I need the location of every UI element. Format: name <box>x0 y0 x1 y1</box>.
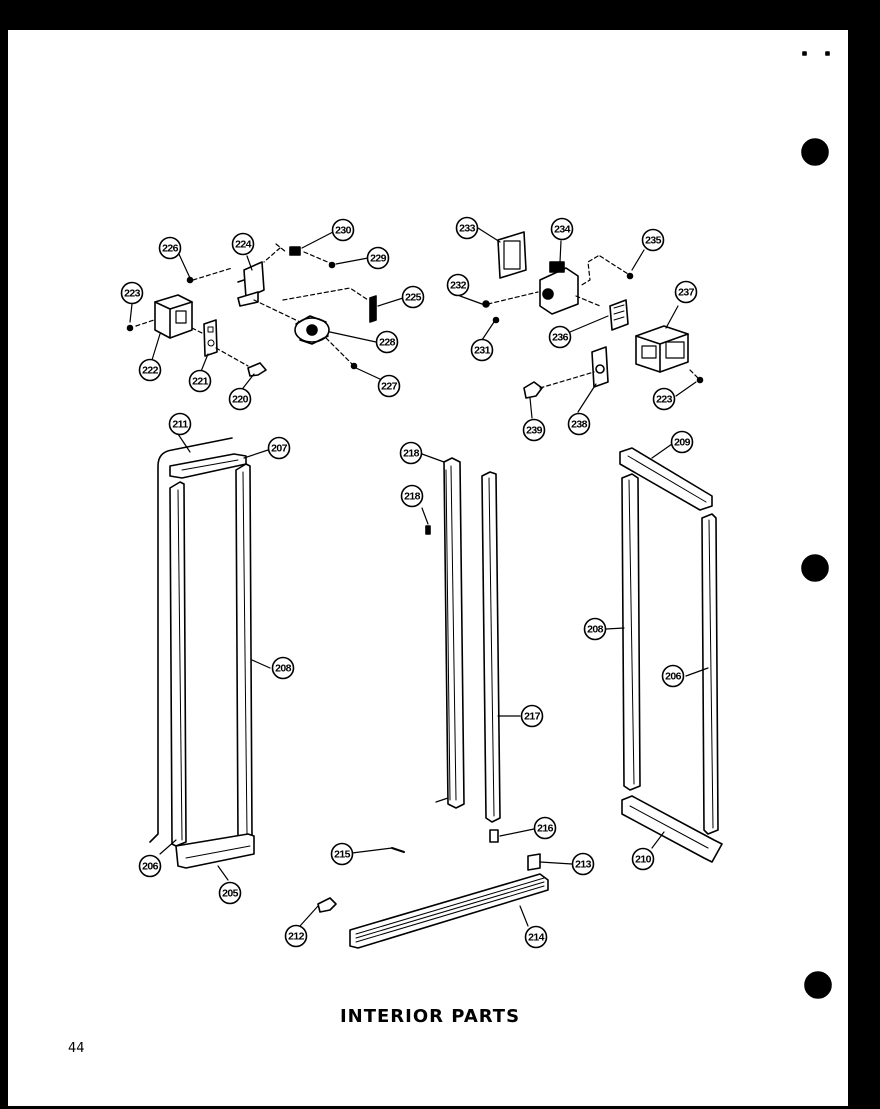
center-mullion-parts <box>317 457 549 949</box>
svg-text:220: 220 <box>232 394 248 406</box>
callout-217: 217 <box>520 704 544 728</box>
callout-221: 221 <box>188 369 212 393</box>
callout-214: 214 <box>524 925 548 949</box>
callout-235: 235 <box>641 228 665 252</box>
svg-text:224: 224 <box>235 239 251 251</box>
svg-text:231: 231 <box>474 345 490 357</box>
callout-237: 237 <box>674 280 698 304</box>
svg-text:223: 223 <box>656 394 672 406</box>
svg-text:211: 211 <box>172 419 188 431</box>
right-trim-frame <box>619 447 723 863</box>
svg-text:216: 216 <box>537 823 553 835</box>
callout-218-small: 218 <box>400 484 424 508</box>
svg-text:229: 229 <box>370 253 386 265</box>
callout-239: 239 <box>522 418 546 442</box>
callout-leaders <box>129 227 709 927</box>
svg-text:208: 208 <box>275 663 291 675</box>
svg-text:222: 222 <box>142 365 158 377</box>
svg-text:235: 235 <box>645 235 661 247</box>
svg-text:213: 213 <box>575 859 591 871</box>
callout-223-right: 223 <box>652 387 676 411</box>
svg-text:237: 237 <box>678 287 694 299</box>
callout-222: 222 <box>138 358 162 382</box>
callout-216: 216 <box>533 816 557 840</box>
svg-text:228: 228 <box>379 337 395 349</box>
svg-text:208: 208 <box>587 624 603 636</box>
svg-text:215: 215 <box>334 849 350 861</box>
svg-text:206: 206 <box>142 861 158 873</box>
svg-text:209: 209 <box>674 437 690 449</box>
svg-text:232: 232 <box>450 280 466 292</box>
svg-text:225: 225 <box>405 292 421 304</box>
callout-207: 207 <box>267 436 291 460</box>
svg-text:217: 217 <box>524 711 540 723</box>
registration-marks <box>801 51 868 999</box>
svg-text:221: 221 <box>192 376 208 388</box>
callout-226: 226 <box>158 236 182 260</box>
svg-text:212: 212 <box>288 931 304 943</box>
callout-206-right: 206 <box>661 664 685 688</box>
callout-225: 225 <box>401 285 425 309</box>
right-control-assembly <box>482 231 704 399</box>
svg-text:227: 227 <box>381 381 397 393</box>
svg-text:205: 205 <box>222 888 238 900</box>
callout-206-left: 206 <box>138 854 162 878</box>
callout-230: 230 <box>331 218 355 242</box>
callout-220: 220 <box>228 387 252 411</box>
svg-text:238: 238 <box>571 419 587 431</box>
callout-210: 210 <box>631 847 655 871</box>
left-control-assembly <box>126 243 377 377</box>
svg-text:236: 236 <box>552 332 568 344</box>
diagram-title: INTERIOR PARTS <box>339 1006 521 1027</box>
callout-229: 229 <box>366 246 390 270</box>
svg-text:233: 233 <box>459 223 475 235</box>
callout-227: 227 <box>377 374 401 398</box>
svg-text:218: 218 <box>404 491 420 503</box>
callout-labels: 226 224 230 229 223 225 222 221 220 228 … <box>120 216 698 949</box>
callout-215: 215 <box>330 842 354 866</box>
callout-223-left: 223 <box>120 281 144 305</box>
callout-208-right: 208 <box>583 617 607 641</box>
svg-text:218: 218 <box>403 448 419 460</box>
callout-224: 224 <box>231 232 255 256</box>
callout-234: 234 <box>550 217 574 241</box>
callout-233: 233 <box>455 216 479 240</box>
svg-text:230: 230 <box>335 225 351 237</box>
callout-228: 228 <box>375 330 399 354</box>
svg-text:210: 210 <box>635 854 651 866</box>
callout-212: 212 <box>284 924 308 948</box>
callout-213: 213 <box>571 852 595 876</box>
callout-208-left: 208 <box>271 656 295 680</box>
svg-text:239: 239 <box>526 425 542 437</box>
callout-236: 236 <box>548 325 572 349</box>
svg-text:234: 234 <box>554 224 570 236</box>
svg-text:223: 223 <box>124 288 140 300</box>
svg-text:214: 214 <box>528 932 544 944</box>
svg-text:226: 226 <box>162 243 178 255</box>
callout-209: 209 <box>670 430 694 454</box>
svg-text:207: 207 <box>271 443 287 455</box>
page-number: 44 <box>68 1041 85 1056</box>
callout-232: 232 <box>446 273 470 297</box>
svg-text:206: 206 <box>665 671 681 683</box>
callout-211: 211 <box>168 412 192 436</box>
callout-238: 238 <box>567 412 591 436</box>
callout-205: 205 <box>218 881 242 905</box>
callout-218-top: 218 <box>399 441 423 465</box>
left-trim-frame <box>149 437 255 869</box>
callout-231: 231 <box>470 338 494 362</box>
